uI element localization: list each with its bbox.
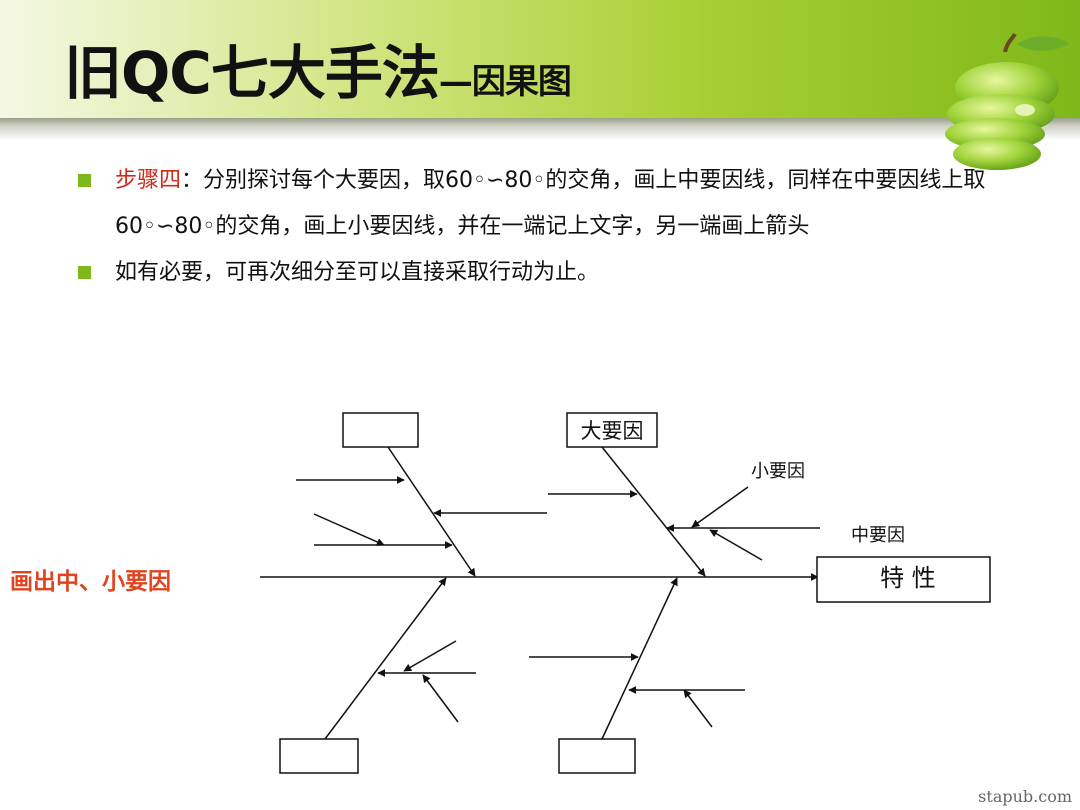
page-title: 旧QC七大手法—因果图 xyxy=(64,26,572,110)
side-label: 画出中、小要因 xyxy=(10,569,171,595)
page-title-main: 旧QC七大手法 xyxy=(64,39,440,107)
bullet-marker xyxy=(78,266,91,279)
bullet-body: 如有必要，可再次细分至可以直接采取行动为止。 xyxy=(115,260,600,285)
main-bone xyxy=(601,577,678,740)
cause-arrow xyxy=(709,529,763,561)
bullet-marker xyxy=(78,174,91,187)
main-bone xyxy=(601,446,706,577)
main-bone xyxy=(324,577,447,740)
main-cause-box xyxy=(558,738,636,774)
cause-arrow xyxy=(683,689,713,728)
bullet-text: 步骤四：分别探讨每个大要因，取60◦∽80◦的交角，画上中要因线，同样在中要因线… xyxy=(115,158,1008,250)
bullet-list: 步骤四：分别探讨每个大要因，取60◦∽80◦的交角，画上中要因线，同样在中要因线… xyxy=(78,158,1008,296)
effect-box xyxy=(816,556,991,603)
bullet-text: 如有必要，可再次细分至可以直接采取行动为止。 xyxy=(115,250,1008,296)
cause-arrow xyxy=(313,513,385,546)
header-shadow xyxy=(0,118,1080,140)
main-bone xyxy=(387,446,476,577)
header-banner xyxy=(0,0,1080,118)
main-cause-box xyxy=(342,412,419,448)
watermark: stapub.com xyxy=(978,787,1072,806)
cause-arrow xyxy=(422,674,459,723)
bullet-body: ：分别探讨每个大要因，取60◦∽80◦的交角，画上中要因线，同样在中要因线上取6… xyxy=(115,168,986,239)
page-title-sub: —因果图 xyxy=(438,62,572,102)
medium-cause-label: 中要因 xyxy=(851,525,905,546)
bullet-item: 如有必要，可再次细分至可以直接采取行动为止。 xyxy=(78,250,1008,296)
main-cause-box xyxy=(279,738,359,774)
cause-arrow xyxy=(691,486,749,528)
effect-label: 特 性 xyxy=(880,564,936,592)
small-cause-label: 小要因 xyxy=(751,461,805,482)
main-cause-box xyxy=(566,412,658,448)
bullet-highlight: 步骤四 xyxy=(115,168,182,193)
bullet-item: 步骤四：分别探讨每个大要因，取60◦∽80◦的交角，画上中要因线，同样在中要因线… xyxy=(78,158,1008,250)
main-cause-label: 大要因 xyxy=(581,419,644,443)
cause-arrow xyxy=(403,640,457,672)
apple-icon xyxy=(945,32,1070,170)
fishbone-diagram: 大要因 特 性 小要因 中要因 xyxy=(260,412,991,774)
